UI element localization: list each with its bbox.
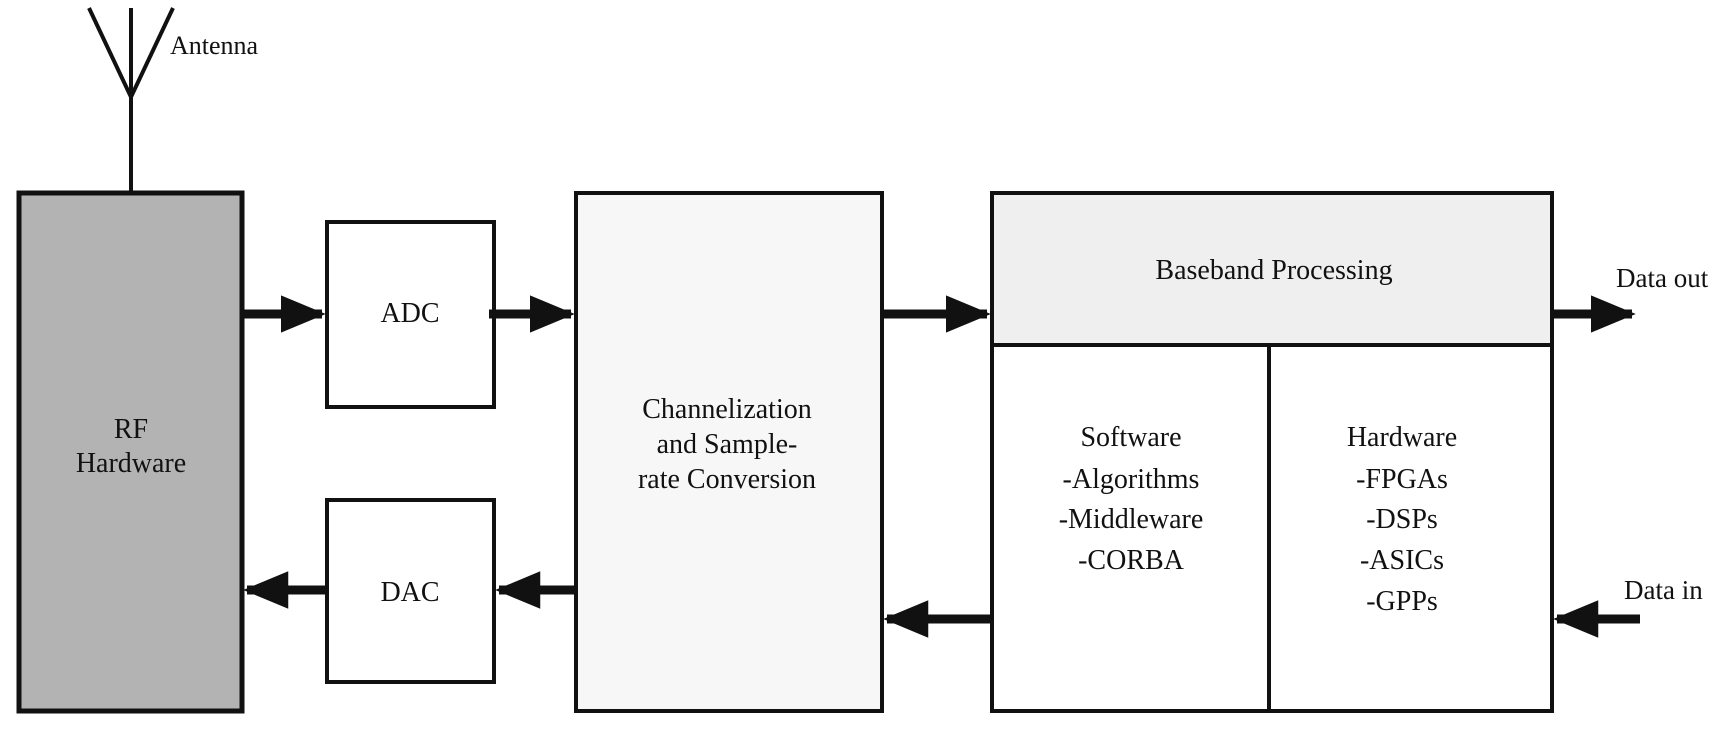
antenna-icon	[87, 7, 175, 193]
channelization-block	[574, 191, 884, 713]
software-item: -CORBA	[1078, 545, 1185, 576]
hardware-title: Hardware	[1347, 422, 1457, 453]
software-title: Software	[1080, 422, 1181, 453]
software-item: -Algorithms	[1063, 464, 1200, 495]
rf-hardware-label-line1: RF	[114, 414, 148, 445]
adc-block	[325, 220, 496, 409]
channelization-label-line3: rate Conversion	[638, 464, 816, 495]
hardware-item: -DSPs	[1366, 504, 1438, 535]
adc-label: ADC	[380, 298, 439, 329]
rf-hardware-block	[16, 190, 245, 714]
channelization-label-line2: and Sample-	[657, 429, 798, 460]
data-in-label: Data in	[1624, 575, 1703, 605]
channelization-label-line1: Channelization	[642, 394, 812, 425]
baseband-header	[994, 195, 1550, 344]
data-out-label: Data out	[1616, 263, 1709, 293]
dac-label: DAC	[380, 577, 439, 608]
hardware-item: -GPPs	[1366, 586, 1438, 617]
rf-hardware-label-line2: Hardware	[76, 448, 186, 479]
hardware-item: -FPGAs	[1356, 464, 1448, 495]
baseband-title: Baseband Processing	[1155, 255, 1392, 286]
software-item: -Middleware	[1059, 504, 1204, 535]
hardware-item: -ASICs	[1360, 545, 1444, 576]
antenna-label: Antenna	[170, 31, 259, 60]
